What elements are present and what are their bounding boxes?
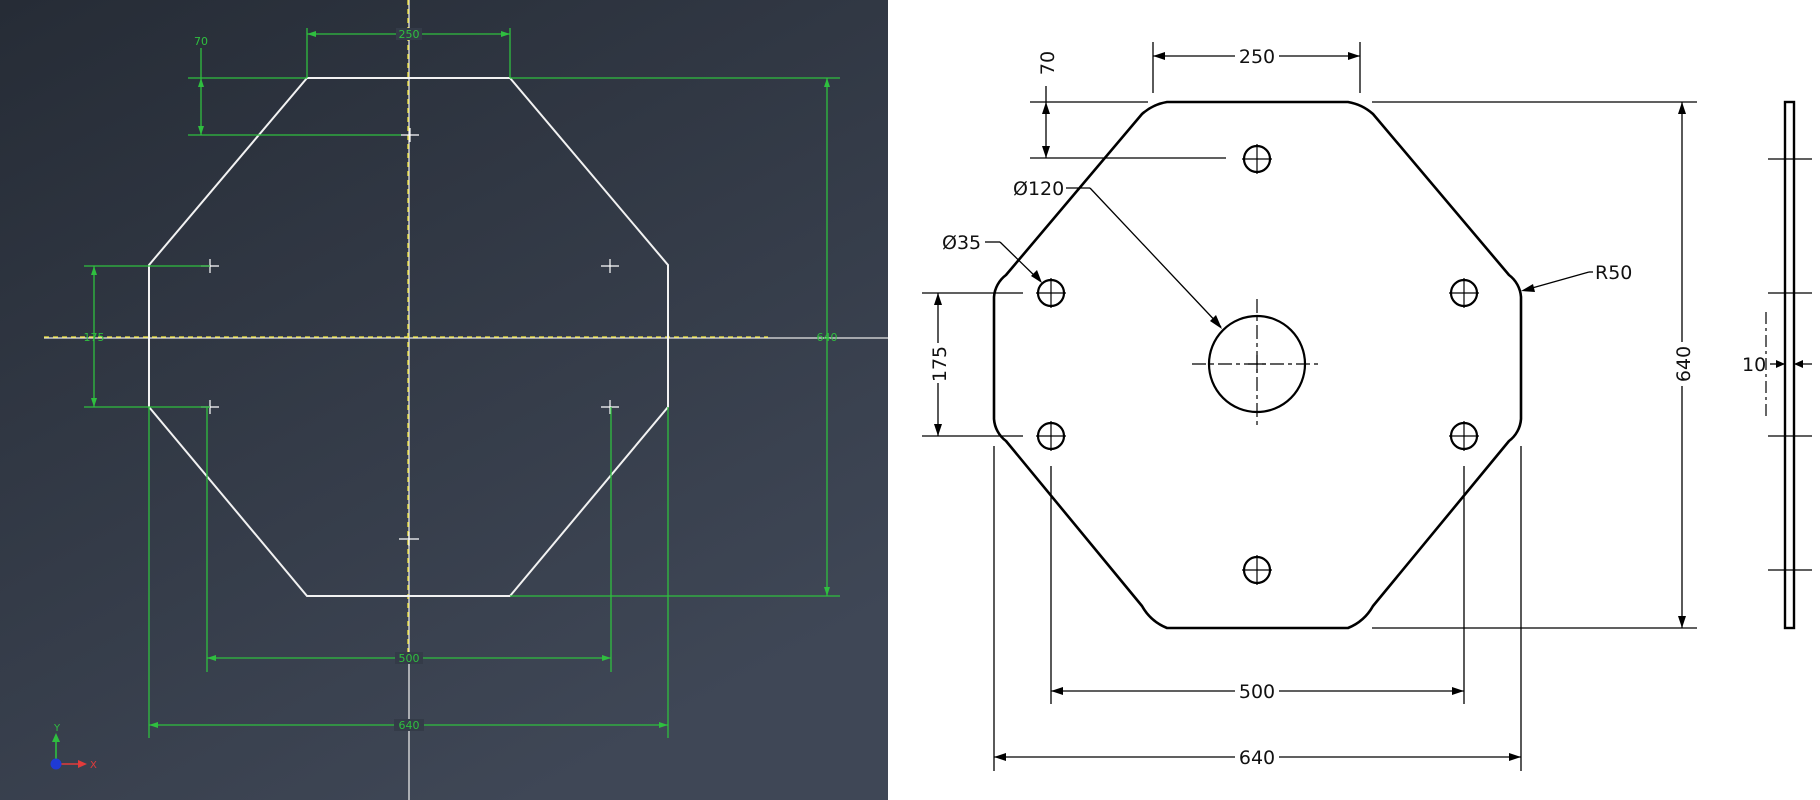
drawing-dim-hole-dia: Ø35	[942, 232, 1042, 283]
drawing-dim-center-dia-label: Ø120	[1013, 178, 1064, 200]
sketch-dim-side-label[interactable]: 175	[84, 331, 105, 344]
drawing-sheet: 250 70 Ø120	[888, 0, 1820, 800]
sketch-dim-offset-label[interactable]: 70	[194, 35, 208, 48]
sketch-point[interactable]	[401, 128, 419, 142]
sketch-dim-top-flat-label[interactable]: 250	[399, 28, 420, 41]
drawing-dim-fillet: R50	[1521, 262, 1632, 292]
drawing-dim-hole-dia-label: Ø35	[942, 232, 981, 254]
triad-x-arrow	[78, 760, 87, 768]
drawing-dim-side-label: 175	[929, 346, 951, 382]
drawing-center-hole	[1192, 299, 1322, 429]
sketch-point[interactable]	[601, 400, 619, 414]
drawing-dim-fillet-label: R50	[1595, 262, 1632, 284]
bolt-hole	[1036, 278, 1066, 308]
drawing-bolt-holes	[1036, 144, 1479, 585]
drawing-dim-height: 640	[1372, 101, 1697, 629]
sketch-points	[201, 128, 619, 546]
sketch-dim-hole-spacing[interactable]: 500	[206, 407, 612, 672]
triad-x-label: X	[90, 760, 97, 771]
drawing-dim-width: 640	[993, 446, 1522, 771]
sketch-dim-top-flat[interactable]: 250	[306, 28, 511, 78]
sketch-dim-width-label[interactable]: 640	[399, 719, 420, 732]
drawing-dim-top-flat: 250	[1152, 42, 1361, 93]
drawing-dim-width-label: 640	[1239, 747, 1275, 769]
drawing-dim-height-label: 640	[1673, 346, 1695, 382]
sketch-dim-height-label[interactable]: 640	[817, 331, 838, 344]
drawing-dim-hole-spacing-label: 500	[1239, 681, 1275, 703]
drawing-dim-hole-spacing: 500	[1050, 466, 1465, 704]
drawing-side-view: 10	[1742, 100, 1812, 630]
triad-y-label: Y	[53, 723, 61, 734]
sketch-dim-hole-spacing-label[interactable]: 500	[399, 652, 420, 665]
sketch-point[interactable]	[399, 532, 419, 546]
bolt-hole	[1242, 144, 1272, 174]
drawing-dim-thickness-label: 10	[1742, 354, 1766, 376]
drawing-dim-top-flat-label: 250	[1239, 46, 1275, 68]
drawing-dim-offset-label: 70	[1037, 51, 1059, 75]
sketch-dim-offset[interactable]: 70	[188, 35, 401, 136]
sketch-background	[0, 0, 888, 800]
sketch-viewport[interactable]: 250 70 175	[0, 0, 888, 800]
bolt-hole	[1036, 421, 1066, 451]
bolt-hole	[1449, 421, 1479, 451]
bolt-hole	[1449, 278, 1479, 308]
sketch-point[interactable]	[601, 259, 619, 273]
triad-origin	[50, 758, 62, 770]
drawing-dim-side: 175	[922, 292, 1023, 437]
bolt-hole	[1242, 555, 1272, 585]
drawing-dim-offset: 70	[1030, 51, 1226, 159]
triad-y-arrow	[52, 733, 60, 742]
sketch-dim-side[interactable]: 175	[84, 265, 211, 408]
sketch-dim-height[interactable]: 640	[510, 77, 840, 597]
drawing-dim-center-dia: Ø120	[1013, 178, 1222, 329]
view-triad[interactable]: Y X	[50, 723, 98, 771]
sketch-dim-width[interactable]: 640	[148, 407, 669, 738]
